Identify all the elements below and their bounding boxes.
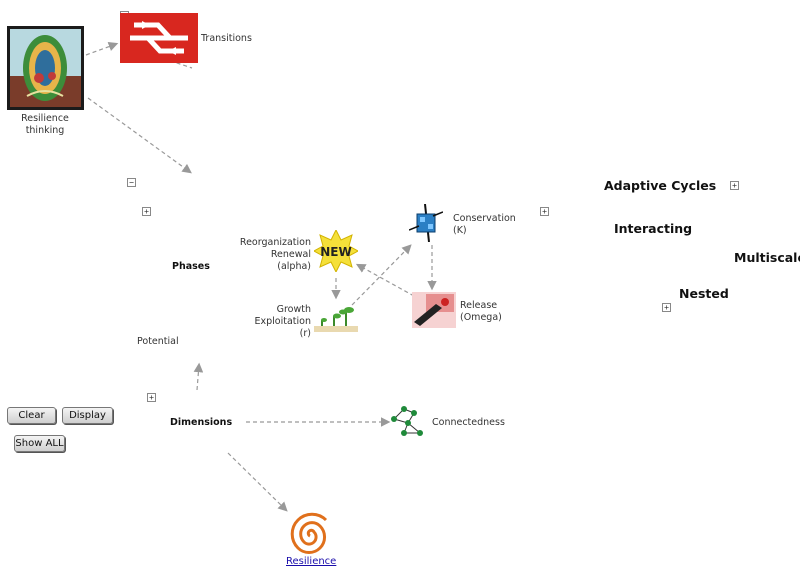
seedling-icon[interactable] (314, 304, 358, 332)
node-label-reorganization[interactable]: Reorganization Renewal (alpha) (239, 237, 311, 272)
arrow-thinking-phases (87, 97, 192, 174)
node-label-potential[interactable]: Potential (137, 336, 179, 347)
node-label-multiscale[interactable]: Multiscale (734, 250, 800, 265)
painting-icon[interactable] (7, 26, 84, 110)
node-label-nested[interactable]: Nested (679, 286, 729, 301)
node-link-resilience[interactable]: Resilience (286, 556, 337, 567)
node-label-adaptive-cycles[interactable]: Adaptive Cycles (604, 178, 717, 193)
node-label-dimensions[interactable]: Dimensions (170, 417, 233, 428)
arrow-growth-conservation (351, 244, 412, 306)
arrow-dimensions-potential (193, 362, 204, 391)
node-label-growth[interactable]: Growth Exploitation (r) (254, 304, 312, 339)
new-starburst-icon[interactable]: NEW (314, 230, 358, 272)
expand-toggle-conservation[interactable]: + (540, 207, 549, 216)
new-badge-text: NEW (320, 245, 351, 259)
arrow-release-reorg (355, 263, 415, 297)
node-label-phases[interactable]: Phases (172, 261, 210, 272)
expand-toggle-dimensions[interactable]: + (147, 393, 156, 402)
node-label-interacting[interactable]: Interacting (614, 221, 693, 236)
network-icon[interactable] (390, 405, 426, 437)
arrow-thinking-transitions (85, 41, 119, 56)
expand-toggle-nested[interactable]: + (662, 303, 671, 312)
conservation-icon[interactable] (409, 204, 443, 242)
spiral-icon[interactable] (288, 508, 332, 556)
rail-logo-icon[interactable] (120, 13, 198, 63)
show-all-button[interactable]: Show ALL (14, 435, 65, 452)
display-button[interactable]: Display (62, 407, 113, 424)
expand-toggle-adaptive-cycles[interactable]: + (730, 181, 739, 190)
node-label-resilience-thinking: Resilience thinking (21, 113, 69, 136)
node-resilience-thinking[interactable] (7, 26, 84, 114)
collapse-toggle-phases[interactable]: − (127, 178, 136, 187)
node-label-release[interactable]: Release (Omega) (460, 300, 502, 323)
node-label-connectedness[interactable]: Connectedness (432, 417, 505, 428)
clear-button[interactable]: Clear (7, 407, 56, 424)
node-label-transitions[interactable]: Transitions (201, 33, 252, 44)
expand-toggle-phases[interactable]: + (142, 207, 151, 216)
release-icon[interactable] (412, 292, 456, 328)
node-label-conservation[interactable]: Conservation (K) (453, 213, 516, 236)
arrow-dimensions-resilience (227, 452, 288, 512)
